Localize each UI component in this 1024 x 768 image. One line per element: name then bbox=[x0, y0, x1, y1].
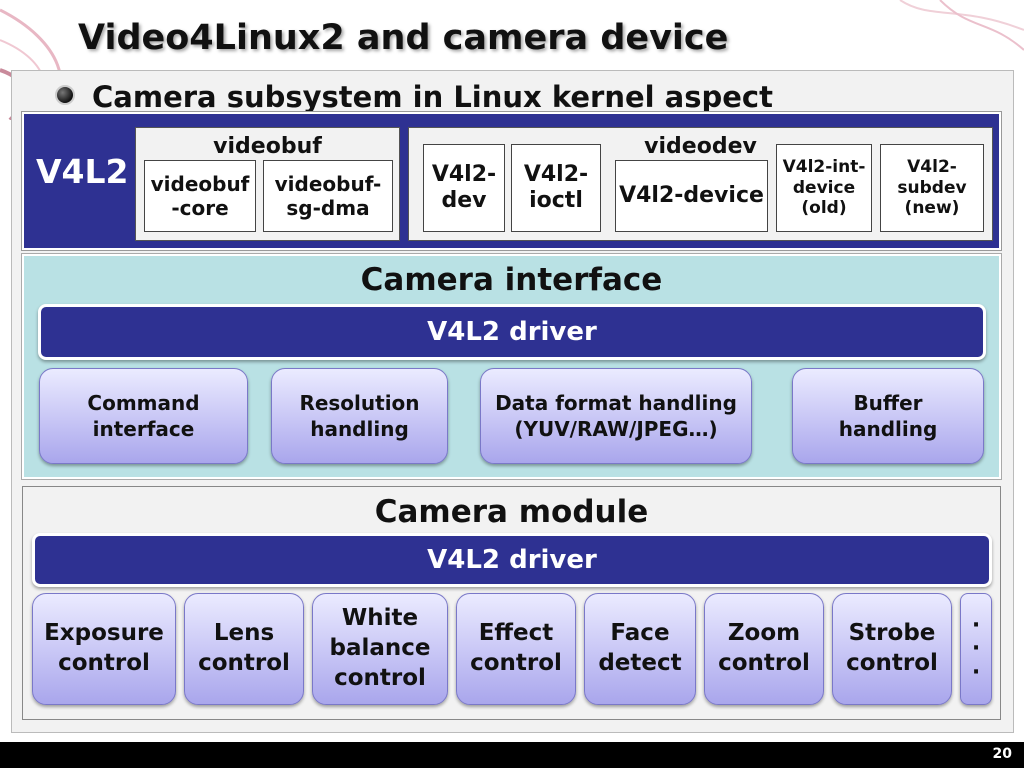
slide-title: Video4Linux2 and camera device bbox=[78, 18, 729, 58]
module-v4l2-driver-bar: V4L2 driver bbox=[32, 533, 992, 587]
slide-subtitle: Camera subsystem in Linux kernel aspect bbox=[92, 80, 773, 114]
videobuf-core-cell: videobuf -core bbox=[144, 160, 256, 232]
strobe-control-block: Strobe control bbox=[832, 593, 952, 705]
page-number: 20 bbox=[992, 746, 1012, 762]
lens-control-block: Lens control bbox=[184, 593, 304, 705]
interface-v4l2-driver-bar: V4L2 driver bbox=[38, 304, 986, 360]
v4l2-ioctl-cell: V4l2- ioctl bbox=[511, 144, 601, 232]
command-interface-block: Command interface bbox=[39, 368, 248, 464]
footer-bar: 20 bbox=[0, 742, 1024, 768]
v4l2-dev-cell: V4l2- dev bbox=[423, 144, 505, 232]
videobuf-sg-dma-cell: videobuf- sg-dma bbox=[263, 160, 393, 232]
data-format-handling-block: Data format handling (YUV/RAW/JPEG…) bbox=[480, 368, 752, 464]
videobuf-title: videobuf bbox=[213, 134, 322, 159]
effect-control-block: Effect control bbox=[456, 593, 576, 705]
face-detect-block: Face detect bbox=[584, 593, 696, 705]
v4l2-device-cell: V4l2-device bbox=[615, 160, 768, 232]
videodev-title: videodev bbox=[644, 134, 757, 159]
bullet-icon bbox=[55, 85, 75, 105]
white-balance-control-block: White balance control bbox=[312, 593, 448, 705]
v4l2-int-device-cell: V4l2-int- device (old) bbox=[776, 144, 872, 232]
buffer-handling-block: Buffer handling bbox=[792, 368, 984, 464]
more-controls-ellipsis: · · · bbox=[960, 593, 992, 705]
v4l2-subdev-cell: V4l2- subdev (new) bbox=[880, 144, 984, 232]
camera-module-title: Camera module bbox=[374, 494, 649, 530]
camera-interface-title: Camera interface bbox=[360, 262, 663, 298]
exposure-control-block: Exposure control bbox=[32, 593, 176, 705]
v4l2-label: V4L2 bbox=[36, 152, 129, 191]
zoom-control-block: Zoom control bbox=[704, 593, 824, 705]
resolution-handling-block: Resolution handling bbox=[271, 368, 448, 464]
